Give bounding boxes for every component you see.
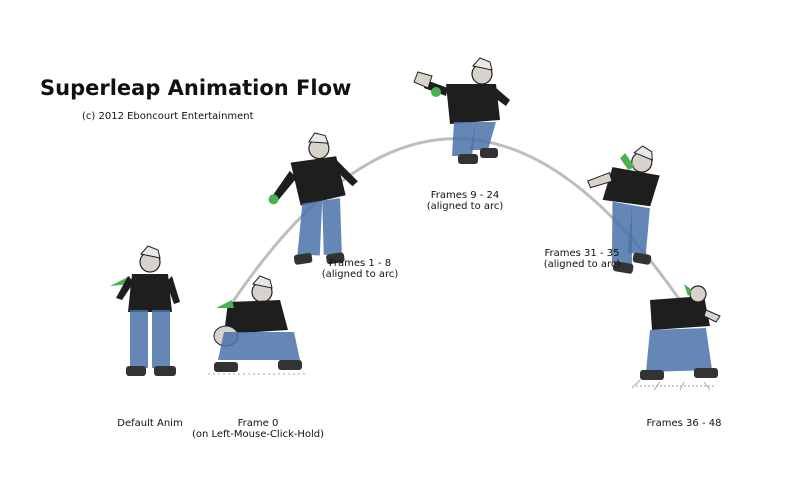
- stage-label-frames-31-35: Frames 31 - 35 (aligned to arc): [543, 248, 621, 270]
- copyright-text: (c) 2012 Eboncourt Entertainment: [82, 111, 254, 122]
- character-apex-pose: [413, 57, 510, 164]
- character-crouch-pose: [208, 275, 308, 375]
- stage-label-default-anim: Default Anim: [117, 418, 183, 429]
- diagram-title: Superleap Animation Flow: [40, 76, 352, 100]
- character-landing-pose: [631, 284, 721, 391]
- character-descending-pose: [587, 145, 660, 274]
- stage-label-frames-9-24: Frames 9 - 24 (aligned to arc): [426, 190, 504, 212]
- character-rising-pose: [268, 132, 358, 265]
- stage-label-frames-36-48: Frames 36 - 48: [646, 418, 722, 429]
- character-default-pose: [110, 245, 180, 376]
- stage-label-frame-0: Frame 0 (on Left-Mouse-Click-Hold): [191, 418, 325, 440]
- stage-label-frames-1-8: Frames 1 - 8 (aligned to arc): [321, 258, 399, 280]
